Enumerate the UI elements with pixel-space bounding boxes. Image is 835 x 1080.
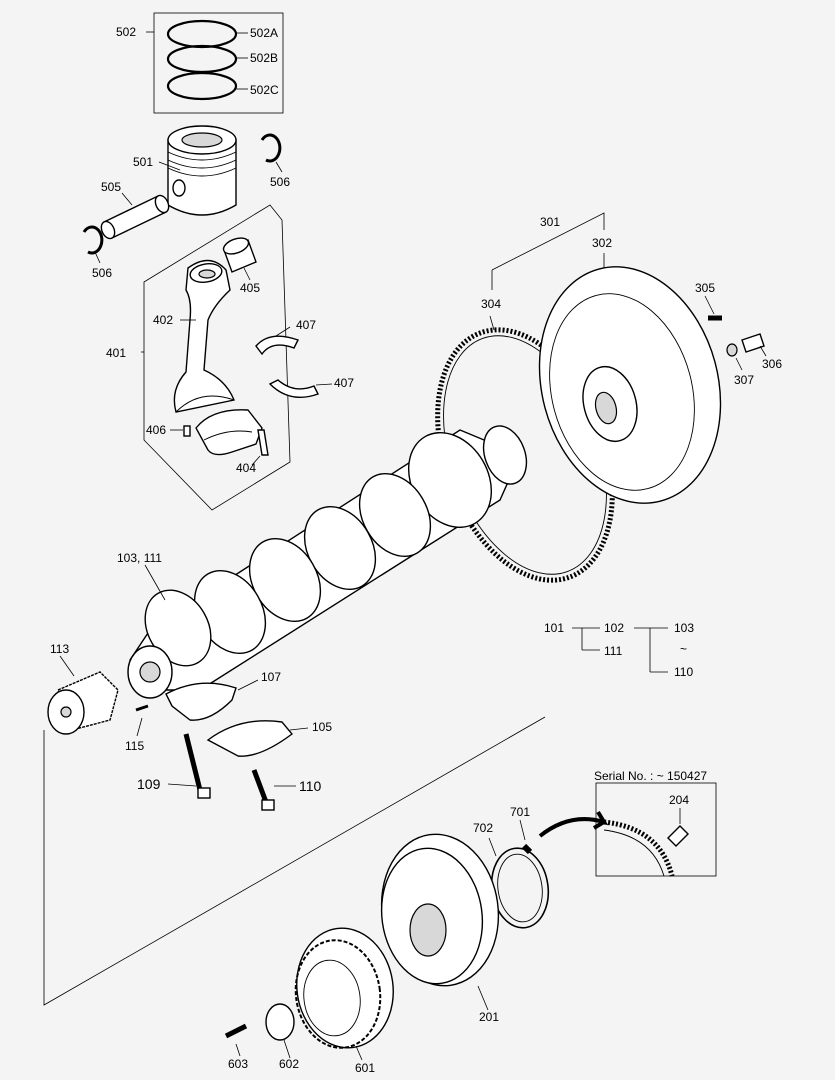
label-502a: 502A [250,26,278,40]
label-406: 406 [146,423,166,437]
label-402: 402 [153,313,173,327]
label-103-111: 103, 111 [117,551,162,565]
piston-ring-set [146,12,284,114]
label-405: 405 [240,281,260,295]
label-109: 109 [137,776,161,792]
label-304: 304 [481,297,501,311]
connecting-rod-group [141,204,333,511]
label-301: 301 [540,215,560,229]
piston-pin [100,194,170,240]
label-113: 113 [50,642,69,656]
damper-201 [380,833,500,987]
label-602: 602 [279,1057,299,1071]
counterweight-105 [206,720,294,757]
flywheel-group [435,212,767,583]
label-601: 601 [355,1061,375,1075]
label-404: 404 [236,461,256,475]
label-505: 505 [101,180,121,194]
label-201: 201 [479,1010,499,1024]
label-105: 105 [312,720,332,734]
tree-102: 102 [604,621,624,635]
tree-111: 111 [604,644,623,658]
crankshaft [127,425,528,699]
ring-502b [166,44,238,74]
part-tree [572,627,668,673]
piston [167,125,237,216]
serial-number-label: Serial No. : ~ 150427 [594,769,707,783]
crank-gear [47,655,119,735]
tree-101: 101 [544,621,564,635]
label-502c: 502C [250,83,279,97]
snap-ring-left [82,225,104,255]
label-407-bottom: 407 [334,376,354,390]
label-306: 306 [762,357,782,371]
label-502: 502 [116,25,136,39]
tree-tilde: ~ [680,642,687,656]
ring-502a [166,19,238,49]
label-502b: 502B [250,51,278,65]
label-204: 204 [669,793,689,807]
serial-detail-box [595,782,717,877]
tree-103: 103 [674,621,694,635]
snap-ring-right [260,133,282,163]
label-307: 307 [734,373,754,387]
label-603: 603 [228,1057,248,1071]
label-107: 107 [261,670,281,684]
ring-502c [166,71,238,101]
counterweight-107 [165,682,237,721]
label-701: 701 [510,805,530,819]
label-302: 302 [592,236,612,250]
label-501: 501 [133,155,153,169]
label-407-top: 407 [296,318,316,332]
pulley-601 [294,927,394,1049]
label-506-left: 506 [92,266,112,280]
callout-labels: 502 502A 502B 502C 501 505 506 506 405 4… [50,25,782,1075]
plate-602 [265,1003,295,1041]
label-115: 115 [125,739,144,753]
tree-110: 110 [674,665,693,679]
label-506-right: 506 [270,175,290,189]
label-401: 401 [106,346,126,360]
label-702: 702 [473,821,493,835]
ring-group-box [153,12,284,114]
label-110: 110 [299,778,322,794]
damper-group-frame [43,716,546,1006]
label-305: 305 [695,281,715,295]
